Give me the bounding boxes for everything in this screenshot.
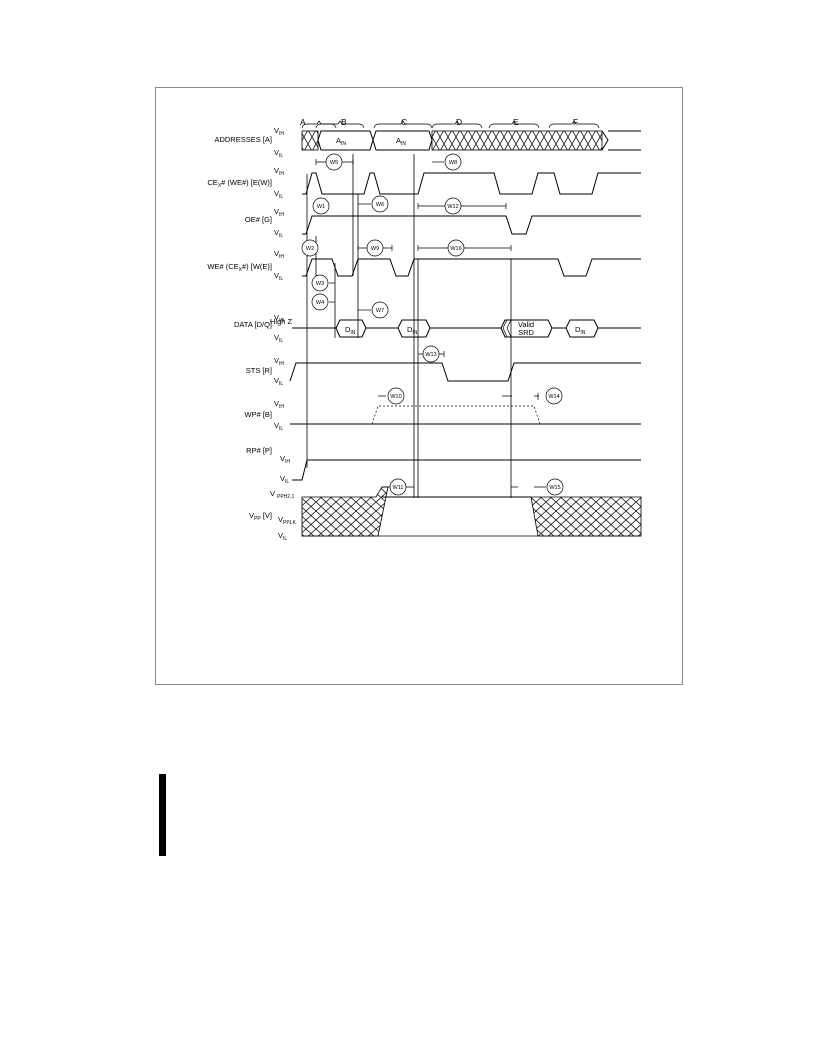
w11-tag: W11	[393, 485, 404, 491]
svg-text:VIL: VIL	[274, 189, 283, 200]
w12-tag: W12	[447, 204, 458, 210]
we-label: WE# (CEX#) [W(E)]	[207, 262, 272, 273]
valid-srd-label-2: SRD	[518, 328, 534, 337]
timing-tags: W5 W8 W1 W6 W12 W2 W9 W16 W3 W4 W7 W13	[301, 153, 564, 496]
svg-text:VIL: VIL	[274, 148, 283, 159]
w1-tag: W1	[317, 204, 325, 210]
w15-tag: W15	[549, 485, 560, 491]
w7-tag: W7	[376, 308, 384, 314]
oe-label: OE# [G]	[245, 215, 272, 224]
svg-text:VIL: VIL	[280, 474, 289, 485]
vpp-label: VPP [V]	[249, 511, 272, 522]
w2-tag: W2	[306, 246, 314, 252]
write-timing-diagram: A B C D E F ADDRESSES [A] CEX# (WE#) [E(…	[207, 117, 642, 542]
high-z-label: High Z	[270, 317, 293, 326]
data-in-label-1: DIN	[345, 325, 356, 336]
sts-label: STS [R]	[246, 366, 272, 375]
w14-tag: W14	[548, 394, 559, 400]
rp-waveform	[292, 459, 641, 481]
wp-waveform	[290, 405, 641, 425]
phase-label-a: A	[300, 117, 306, 127]
data-waveform: High Z DIN DIN Valid SRD DIN	[270, 317, 641, 338]
svg-text:VIH: VIH	[274, 249, 284, 260]
addresses-label: ADDRESSES [A]	[214, 135, 272, 144]
reference-lines	[306, 154, 512, 498]
phase-label-e: E	[513, 117, 519, 127]
w8-tag: W8	[449, 160, 457, 166]
sts-waveform	[289, 362, 641, 382]
wp-label: WP# [B]	[244, 410, 272, 419]
w16-tag: W16	[450, 246, 461, 252]
address-in-label-2: AIN	[396, 136, 406, 147]
revision-change-bar	[159, 774, 166, 856]
svg-text:VIH: VIH	[274, 207, 284, 218]
svg-text:VIH: VIH	[274, 166, 284, 177]
svg-text:VIL: VIL	[278, 531, 287, 542]
ce-label: CEX# (WE#) [E(W)]	[207, 178, 272, 189]
phase-label-f: F	[573, 117, 578, 127]
phase-label-b: B	[341, 117, 347, 127]
w9-tag: W9	[371, 246, 379, 252]
svg-text:VIL: VIL	[274, 271, 283, 282]
w10-tag: W10	[390, 394, 401, 400]
valid-srd-label-1: Valid	[518, 320, 534, 329]
ce-waveform	[302, 172, 641, 195]
svg-text:VIH: VIH	[274, 399, 284, 410]
svg-text:VIH: VIH	[280, 454, 290, 465]
svg-text:VIH: VIH	[274, 356, 284, 367]
data-label: DATA [D/Q]	[234, 320, 272, 329]
w4-tag: W4	[316, 300, 324, 306]
phase-markers: A B C D E F	[300, 117, 600, 129]
address-in-label-1: AIN	[336, 136, 346, 147]
svg-text:VIH: VIH	[274, 313, 284, 324]
phase-label-c: C	[401, 117, 407, 127]
w13-tag: W13	[425, 352, 436, 358]
data-in-label-2: DIN	[407, 325, 418, 336]
w5-tag: W5	[330, 160, 338, 166]
signal-labels: ADDRESSES [A] CEX# (WE#) [E(W)] OE# [G] …	[207, 135, 272, 522]
w3-tag: W3	[316, 281, 324, 287]
svg-text:VIL: VIL	[274, 228, 283, 239]
we-waveform	[302, 258, 641, 277]
phase-label-d: D	[456, 117, 462, 127]
rp-label: RP# [P]	[246, 446, 272, 455]
addresses-waveform: AIN AIN	[301, 130, 641, 151]
level-labels: VIH VIL VIH VIL VIH VIL VIH VIL VIH VIL …	[270, 126, 296, 542]
svg-text:VIH: VIH	[274, 126, 284, 137]
svg-text:VIL: VIL	[274, 421, 283, 432]
vpp-waveform	[301, 486, 642, 537]
svg-text:VIL: VIL	[274, 376, 283, 387]
timing-diagram-frame: A B C D E F ADDRESSES [A] CEX# (WE#) [E(…	[155, 87, 683, 685]
svg-text:VPPLK: VPPLK	[278, 515, 296, 526]
w6-tag: W6	[376, 202, 384, 208]
svg-text:VIL: VIL	[274, 333, 283, 344]
data-in-label-3: DIN	[575, 325, 586, 336]
